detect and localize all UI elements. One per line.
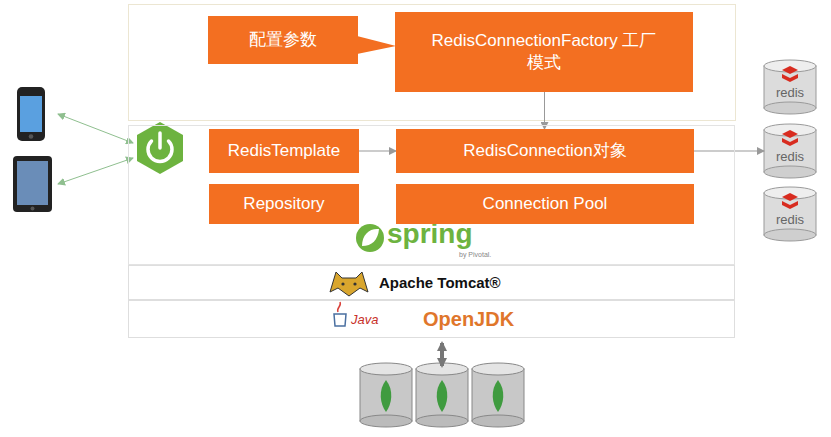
factory-box: RedisConnectionFactory 工厂模式 [395, 12, 693, 92]
spring-logo [356, 224, 384, 252]
connector [544, 92, 545, 129]
server-label: redis [764, 149, 816, 164]
connector [359, 151, 396, 152]
spring-panel: springby Pivotal.RedisTemplateRedisConne… [128, 125, 735, 265]
tomcat-icon [330, 272, 368, 296]
client-link [58, 158, 133, 184]
node-label: Apache Tomcat® [379, 274, 501, 291]
server-label: redis [764, 212, 816, 227]
redis-cylinders [764, 60, 816, 241]
config-box: 配置参数 [208, 16, 358, 64]
node-label: Repository [243, 193, 324, 215]
db-link [440, 343, 444, 366]
node-label: RedisConnection对象 [463, 140, 626, 162]
connector [694, 151, 764, 152]
node-label: Java [351, 312, 378, 327]
top-panel [129, 5, 736, 121]
node-label: 配置参数 [249, 29, 317, 51]
node-label: OpenJDK [423, 308, 514, 331]
jdk-band: Java OpenJDK [128, 300, 735, 338]
process-box: RedisTemplate [209, 129, 359, 173]
phone-icon [17, 87, 45, 141]
java-icon [334, 302, 346, 326]
node-label: RedisTemplate [228, 140, 340, 162]
redis-server: redis [764, 122, 816, 178]
process-box: RedisConnection对象 [396, 129, 694, 173]
callout-tail [357, 36, 396, 54]
process-box: Connection Pool [396, 184, 694, 224]
redis-server: redis [764, 185, 816, 241]
node-label: Connection Pool [483, 193, 608, 215]
process-box: Repository [209, 184, 359, 224]
tablet-icon [13, 156, 52, 212]
redis-server: redis [764, 58, 816, 114]
server-label: redis [764, 85, 816, 100]
mongodb-cylinders [360, 363, 524, 427]
node-label: RedisConnectionFactory 工厂模式 [429, 30, 659, 74]
spring-boot-icon [137, 122, 183, 174]
client-link [58, 114, 133, 143]
tomcat-band: Apache Tomcat® [128, 265, 735, 300]
node-label: by Pivotal. [459, 251, 491, 258]
